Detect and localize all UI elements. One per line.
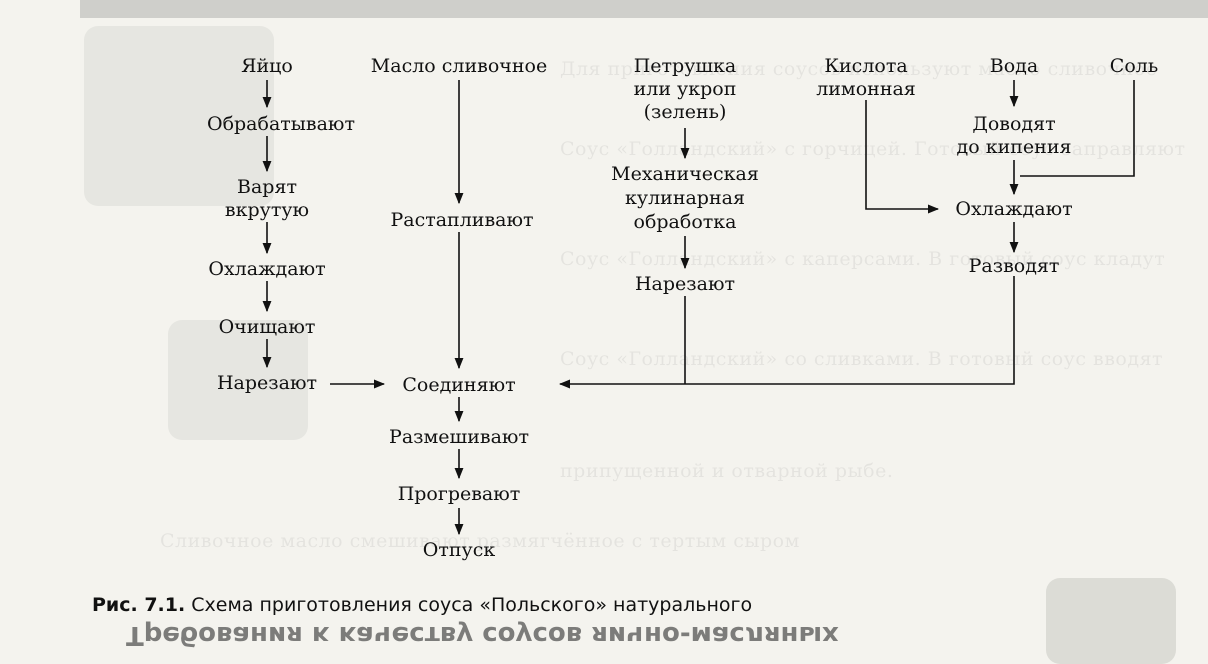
node-mech-line1: Механическая (611, 163, 759, 185)
figure-number: Рис. 7.1. (92, 594, 186, 616)
node-citric-line2: лимонная (816, 78, 916, 100)
bleed-through-line: Соус «Голландский» с каперсами. В готовы… (560, 248, 1166, 270)
edge-citric-to-cool (865, 100, 940, 214)
bleed-through-line: припущенной и отварной рыбе. (560, 460, 894, 482)
bleed-through-line: Для приготовления соусов используют масл… (560, 58, 1158, 80)
node-egg-process: Обрабатывают (207, 113, 355, 135)
node-parsley-line1: Петрушка (634, 55, 737, 77)
node-greens-cut: Нарезают (635, 273, 735, 295)
node-egg-peel: Очищают (219, 316, 316, 338)
node-serve: Отпуск (423, 539, 496, 561)
diagram-edges (262, 80, 1135, 536)
node-butter: Масло сливочное (371, 55, 547, 77)
figure-caption-text: Схема приготовления соуса «Польского» на… (191, 594, 753, 616)
node-boil-line2: до кипения (957, 136, 1072, 158)
node-egg-cut: Нарезают (217, 372, 317, 394)
mirrored-section-heading: Требования к качеству соусов яично-масля… (126, 620, 839, 650)
node-egg-boil-line1: Варят (237, 176, 297, 198)
node-egg: Яйцо (241, 55, 293, 77)
node-mech-line3: обработка (634, 211, 737, 233)
background-smudge (84, 26, 274, 206)
diagram-nodes: Яйцо Обрабатывают Варят вкрутую Охлаждаю… (207, 55, 1158, 561)
node-combine: Соединяют (402, 374, 515, 396)
node-dilute: Разводят (969, 255, 1060, 277)
node-boil-line1: Доводят (972, 113, 1055, 135)
figure-caption: Рис. 7.1. Схема приготовления соуса «Пол… (92, 594, 752, 616)
bleed-through-line: Сливочное масло смешивают размягчённое с… (160, 530, 800, 552)
edge-salt-to-boil (1020, 80, 1135, 177)
node-egg-cool: Охлаждают (208, 258, 325, 280)
node-parsley-line3: (зелень) (644, 101, 727, 123)
bleed-through-line: Соус «Голландский» с горчицей. Готовый с… (560, 138, 1186, 160)
node-salt: Соль (1110, 55, 1158, 77)
node-egg-boil-line2: вкрутую (225, 199, 309, 221)
bleed-through-line: Соус «Голландский» со сливками. В готовы… (560, 348, 1164, 370)
background-smudge (1046, 578, 1176, 664)
node-butter-melt: Растапливают (390, 209, 533, 231)
node-water: Вода (990, 55, 1038, 77)
node-heat: Прогревают (398, 483, 521, 505)
edge-greens-and-water-to-combine (558, 276, 1015, 389)
background-smudge (168, 320, 308, 440)
node-citric-line1: Кислота (824, 55, 907, 77)
node-parsley-line2: или укроп (634, 78, 737, 100)
top-scan-strip (80, 0, 1208, 18)
node-stir: Размешивают (389, 426, 529, 448)
node-mech-line2: кулинарная (625, 187, 745, 209)
node-water-cool: Охлаждают (955, 198, 1072, 220)
